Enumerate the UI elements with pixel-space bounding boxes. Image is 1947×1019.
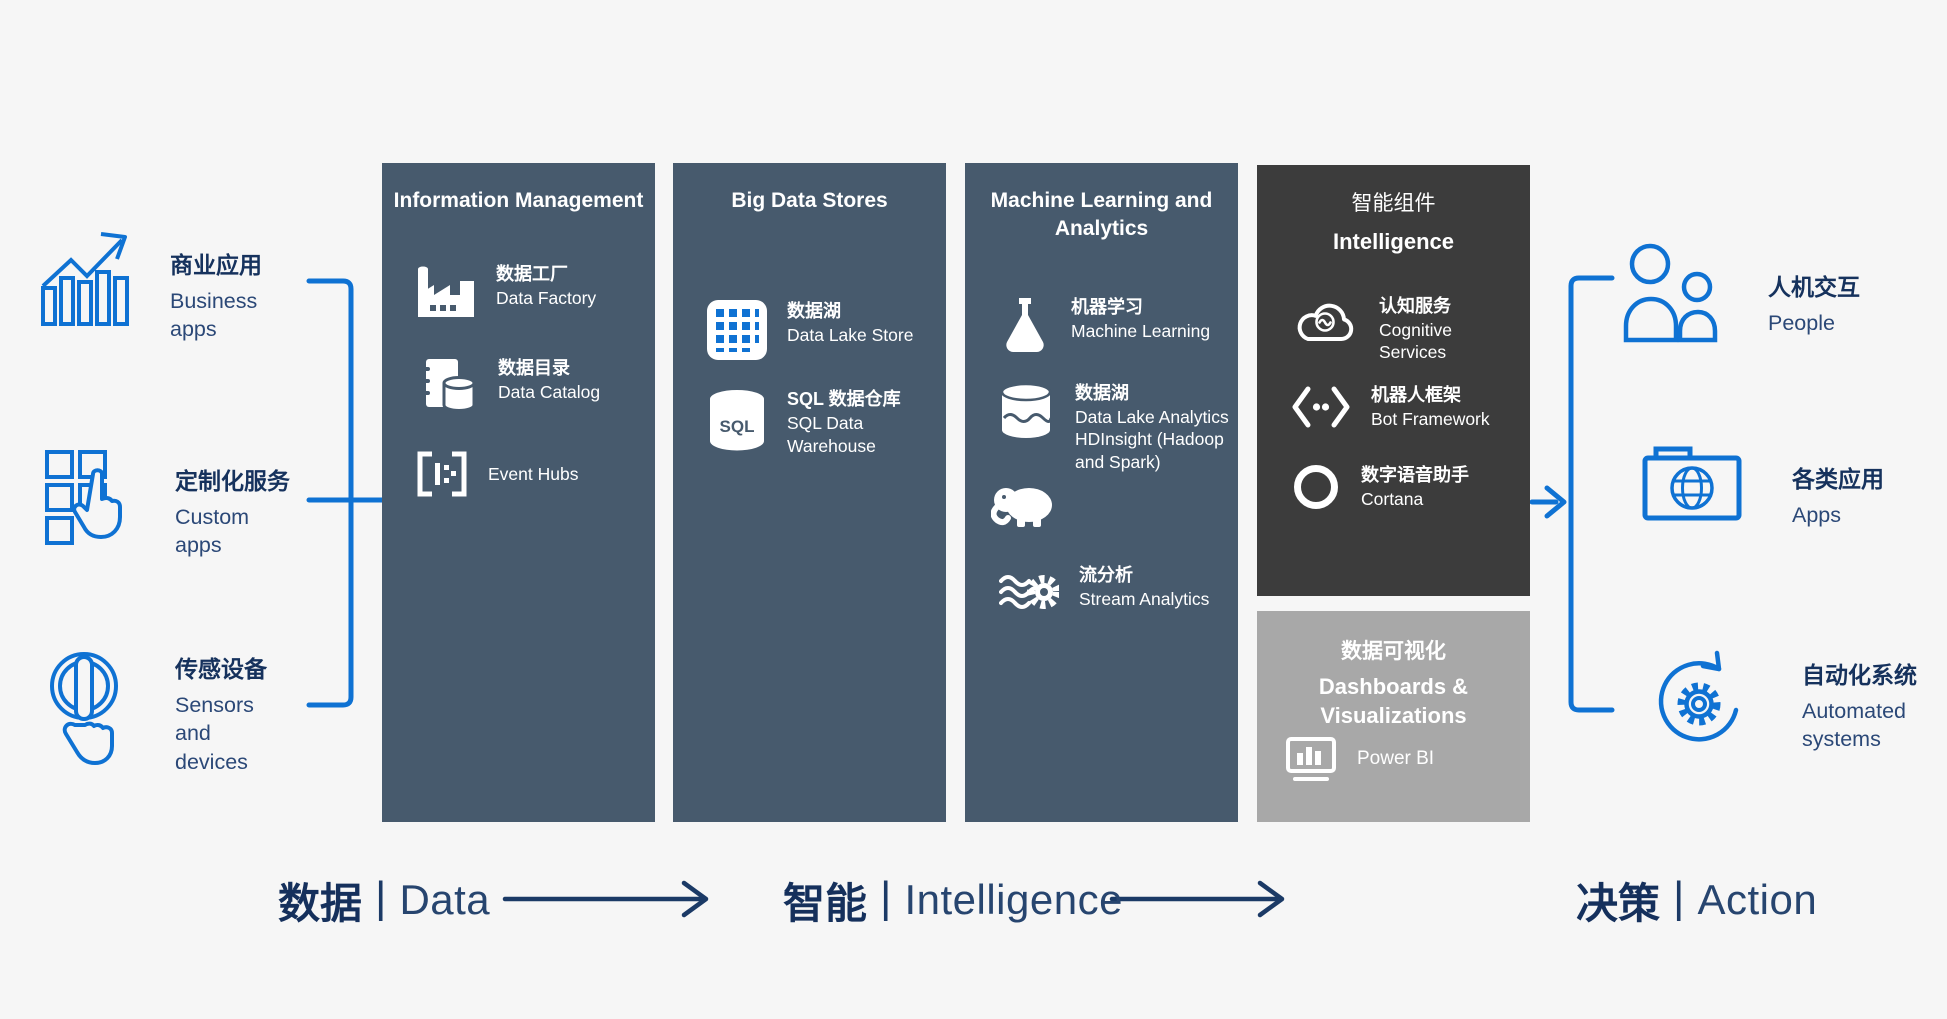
service-item-stream-analytics: 流分析 Stream Analytics [965,564,1238,618]
service-label-zh: 数据湖 [1075,382,1129,403]
apps-label-en: Apps [1792,503,1842,527]
left-input-bracket [306,278,387,708]
automated-systems-label-en: Automated systems [1802,699,1906,752]
sensors-label-zh: 传感设备 [175,656,267,682]
sql-badge-text: SQL [720,417,755,436]
stacked-icons [991,382,1055,530]
touch-press-icon [50,652,118,765]
service-item-data-factory: 数据工厂 Data Factory [382,263,655,319]
trend-chart-icon [41,232,129,326]
service-item-data-catalog: 数据目录 Data Catalog [382,357,655,415]
flow-action-separator: | [1673,873,1685,922]
touch-grid-icon [45,450,122,545]
service-item-power-bi: Power BI [1257,736,1530,782]
service-label-en: HDInsight (Hadoop and Spark) [1075,429,1224,472]
flow-intelligence-separator: | [880,873,892,922]
flow-data-separator: | [375,873,387,922]
dashboards-title-en: Dashboards & Visualizations [1318,674,1469,728]
flow-caption-intelligence: 智能 | Intelligence [783,871,1123,929]
flow-caption-action: 决策 | Action [1576,871,1817,929]
flow-data-en: Data [399,876,491,923]
apps-folder-icon [1642,446,1742,521]
event-hubs-icon [417,451,467,497]
business-apps-label-zh: 商业应用 [170,252,262,278]
pillar-intelligence: 智能组件 Intelligence 认知服务 Cognitive Service… [1257,165,1530,596]
flow-action-en: Action [1697,876,1818,923]
hdinsight-elephant-icon [991,487,1052,527]
flow-data-zh: 数据 [278,879,363,927]
pillar-big-data-stores: Big Data Stores 数据湖 Data Lake Store [673,163,946,822]
service-label-en: Data Catalog [498,382,601,403]
people-label-zh: 人机交互 [1768,274,1860,300]
panel-dashboards-visualizations: 数据可视化 Dashboards & Visualizations Power … [1257,611,1530,822]
people-icon [1623,243,1718,343]
service-label-en: SQL Data Warehouse [787,413,876,456]
bot-framework-icon [1292,386,1350,428]
service-label-zh: 认知服务 [1379,296,1451,316]
service-label-en: Bot Framework [1371,408,1490,429]
service-item-data-lake-analytics-hdinsight: 数据湖 Data Lake Analytics HDInsight (Hadoo… [965,382,1238,530]
service-label-zh: 机器学习 [1071,296,1143,317]
automation-gear-icon [1658,650,1739,742]
sensors-label-en: Sensors and devices [175,693,254,774]
data-factory-icon [418,266,474,318]
service-item-bot-framework: 机器人框架 Bot Framework [1257,384,1530,430]
service-label-en: Stream Analytics [1079,588,1210,609]
pillar-title: Big Data Stores [731,189,888,212]
service-item-cortana: 数字语音助手 Cortana [1257,462,1530,512]
data-catalog-icon [422,359,476,413]
intelligence-title-zh: 智能组件 [1351,192,1436,215]
power-bi-icon [1286,737,1336,782]
flow-intelligence-zh: 智能 [783,879,868,927]
service-label-en: Machine Learning [1071,320,1211,341]
service-label-zh: 数据工厂 [496,264,568,285]
pillar-title: Information Management [393,189,644,212]
service-item-event-hubs: Event Hubs [382,451,655,497]
cortana-ring-icon [1294,465,1338,510]
data-lake-store-icon [707,300,767,361]
flow-intelligence-en: Intelligence [904,876,1123,923]
business-apps-label-en: Business apps [170,289,258,342]
service-label-en: Cognitive Services [1379,320,1452,363]
intelligence-to-output-arrow [1529,485,1567,519]
flow-caption-data: 数据 | Data [278,871,490,929]
service-label-zh: 数字语音助手 [1361,465,1469,486]
machine-learning-flask-icon [1006,297,1044,352]
apps-label-zh: 各类应用 [1792,466,1884,492]
right-output-bracket [1568,275,1615,713]
pillar-information-management: Information Management 数据工厂 Data Factory [382,163,655,822]
stream-analytics-icon [999,574,1059,609]
service-label-zh: 流分析 [1079,564,1133,585]
sql-data-warehouse-icon: SQL [710,390,764,451]
flow-action-zh: 决策 [1576,879,1661,927]
service-item-machine-learning: 机器学习 Machine Learning [965,296,1238,354]
service-label-en: Cortana [1361,489,1424,510]
custom-apps-label-zh: 定制化服务 [175,468,290,494]
service-label-en: Event Hubs [488,464,579,485]
cognitive-services-icon [1297,303,1354,342]
dashboards-title-zh: 数据可视化 [1341,640,1446,663]
flow-arrow-data-to-intelligence [502,880,709,918]
service-item-sql-data-warehouse: SQL SQL 数据仓库 SQL Data Warehouse [673,388,946,457]
intelligence-title-en: Intelligence [1332,229,1455,254]
service-item-data-lake-store: 数据湖 Data Lake Store [673,300,946,361]
service-label-zh: SQL 数据仓库 [787,389,901,410]
service-item-cognitive-services: 认知服务 Cognitive Services [1257,295,1530,364]
people-label-en: People [1768,311,1835,335]
service-label-en: Power BI [1357,748,1435,770]
data-lake-analytics-icon [1000,382,1053,438]
flow-arrow-intelligence-to-action [1109,880,1285,918]
service-label-en: Data Lake Store [787,325,914,346]
service-label-zh: 机器人框架 [1371,384,1461,405]
service-label-en: Data Factory [496,288,597,309]
pillar-title: Machine Learning and Analytics [990,189,1213,241]
service-label-en: Data Lake Analytics [1075,406,1229,427]
pillar-machine-learning-analytics: Machine Learning and Analytics 机器学习 Mach… [965,163,1238,822]
automated-systems-label-zh: 自动化系统 [1802,662,1917,688]
custom-apps-label-en: Custom apps [175,505,250,558]
service-label-zh: 数据湖 [787,301,841,322]
service-label-zh: 数据目录 [498,358,570,379]
